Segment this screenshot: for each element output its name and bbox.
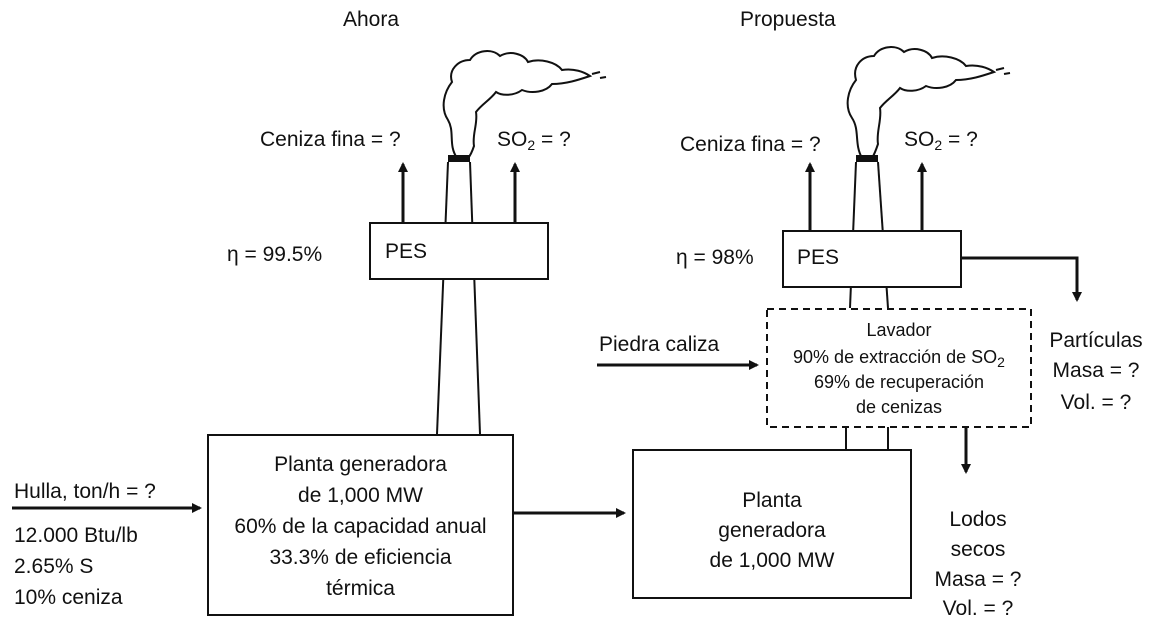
so2-text: SO <box>497 128 528 151</box>
scrubber-title: Lavador <box>866 320 932 340</box>
left-plant-line-1: Planta generadora <box>274 453 447 476</box>
left-smoke-plume <box>442 50 607 159</box>
particles-arrow <box>961 256 1082 302</box>
left-plant-line-2: de 1,000 MW <box>298 484 423 507</box>
right-ash-output-label: Ceniza fina = ? <box>680 133 821 156</box>
right-pes-label: PES <box>797 246 840 269</box>
left-plant-line-3: 60% de la capacidad anual <box>234 515 487 538</box>
left-stack-wall-right <box>469 161 481 435</box>
so2-subscript: 2 <box>934 137 943 153</box>
sludge-volume: Vol. = ? <box>942 597 1014 620</box>
left-efficiency-label: η = 99.5% <box>227 243 323 266</box>
particles-volume: Vol. = ? <box>1060 391 1132 414</box>
scrubber-line-3: de cenizas <box>855 397 943 417</box>
scrubber-line-1: 90% de extracción de SO2 <box>769 346 1029 370</box>
particles-label: Partículas <box>1049 329 1143 352</box>
left-plant-line-4: 33.3% de eficiencia <box>269 546 452 569</box>
left-plant-line-5: térmica <box>326 577 395 600</box>
scrubber-box <box>766 308 1032 428</box>
sludge-label-1: Lodos <box>949 508 1007 531</box>
scrubber-line-2: 69% de recuperación <box>813 372 985 392</box>
left-stack-cap <box>448 155 470 162</box>
right-plant-line-3: de 1,000 MW <box>709 549 835 572</box>
right-plant-line-1: Planta <box>742 489 802 512</box>
right-plant-box <box>632 449 912 599</box>
so2-text: SO <box>904 128 935 151</box>
title-propuesta: Propuesta <box>740 8 836 31</box>
left-ash-output-label: Ceniza fina = ? <box>260 128 401 151</box>
right-stack-cap <box>856 155 878 162</box>
coal-rate-label: Hulla, ton/h = ? <box>14 480 156 503</box>
so2-tail: = ? <box>535 128 571 151</box>
limestone-label: Piedra caliza <box>599 333 720 356</box>
coal-property-3: 10% ceniza <box>14 586 123 609</box>
coal-property-2: 2.65% S <box>14 555 94 578</box>
right-efficiency-label: η = 98% <box>676 246 754 269</box>
coal-property-1: 12.000 Btu/lb <box>14 524 138 547</box>
left-plant-box <box>207 434 514 616</box>
right-plant-line-2: generadora <box>718 519 826 542</box>
so2-tail: = ? <box>942 128 978 151</box>
sludge-label-2: secos <box>950 538 1006 561</box>
left-stack-wall-left <box>436 161 449 435</box>
particles-mass: Masa = ? <box>1052 359 1140 382</box>
right-so2-output-label: SO2 = ? <box>904 128 978 152</box>
left-pes-box <box>369 222 549 280</box>
sludge-mass: Masa = ? <box>934 568 1022 591</box>
right-smoke-plume <box>846 46 1011 159</box>
title-ahora: Ahora <box>343 8 400 31</box>
right-pes-box <box>782 230 962 288</box>
left-pes-label: PES <box>385 240 428 263</box>
scrubber-line-1-text: 90% de extracción de SO <box>793 347 998 367</box>
scrubber-so2-subscript: 2 <box>997 354 1005 370</box>
left-so2-output-label: SO2 = ? <box>497 128 571 152</box>
so2-subscript: 2 <box>527 137 536 153</box>
